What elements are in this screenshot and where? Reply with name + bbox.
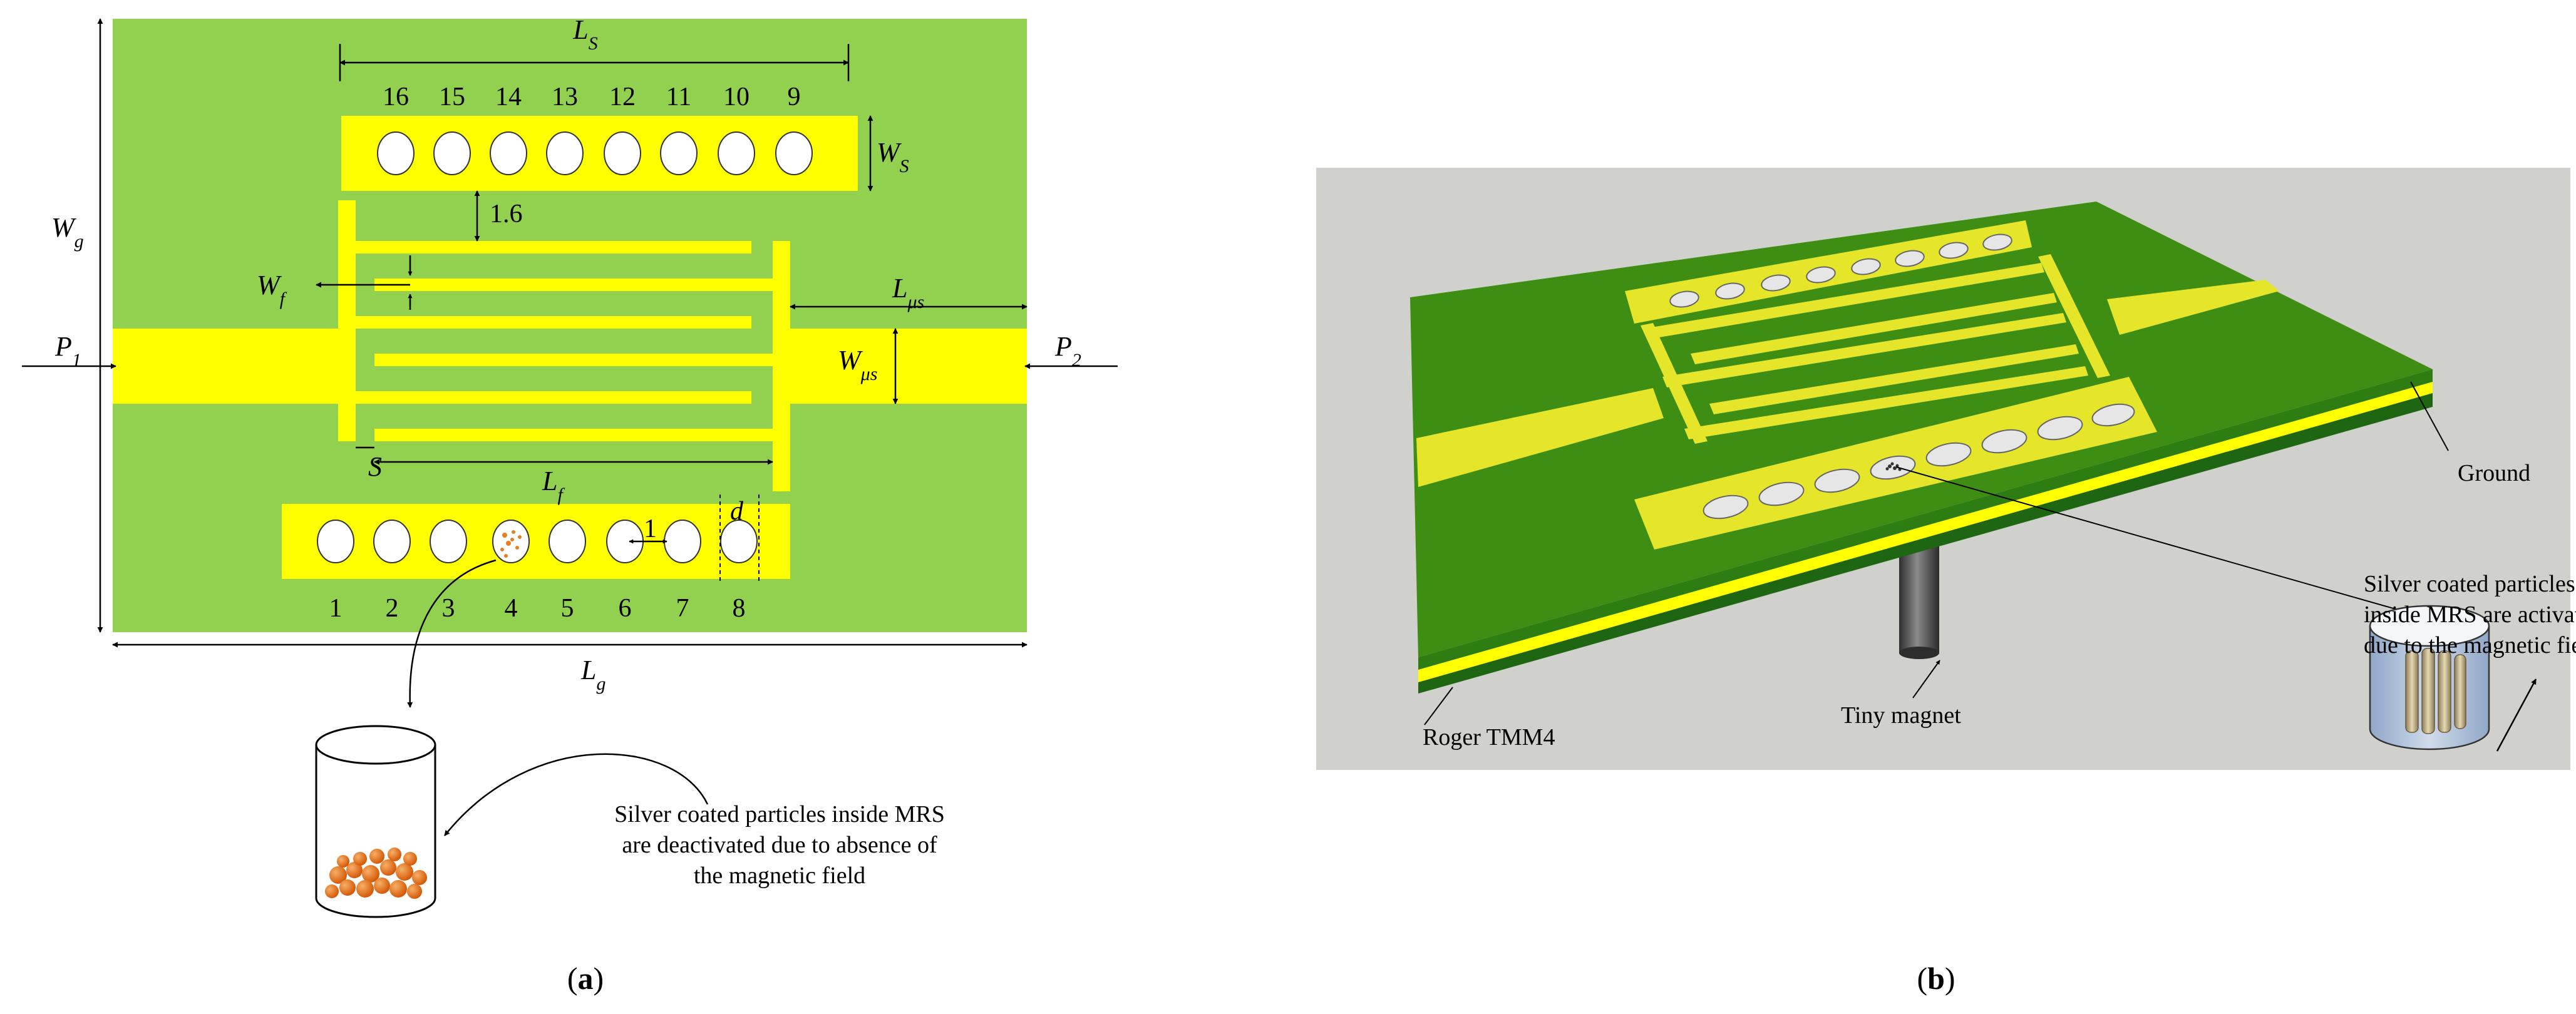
mrs-container-b	[2369, 605, 2490, 750]
label-wg: Wg	[51, 212, 84, 252]
top-stub	[341, 116, 858, 191]
particle-chains-b	[2405, 648, 2466, 734]
svg-text:10: 10	[723, 83, 750, 111]
feed-line-left	[113, 329, 338, 404]
svg-text:5: 5	[561, 594, 574, 623]
svg-text:4: 4	[505, 594, 518, 623]
caption-a: (a)	[567, 961, 604, 996]
svg-text:3: 3	[442, 594, 455, 623]
top-hole-numbers: 16 15 14 13 12 11 10 9	[383, 83, 801, 111]
label-lus: Lμs	[892, 273, 924, 312]
svg-text:8: 8	[733, 594, 746, 623]
hole-4-particles	[500, 530, 522, 558]
svg-text:are deactivated due to absence: are deactivated due to absence of	[622, 832, 937, 858]
callout-arrow-a-text	[444, 753, 709, 836]
label-ground: Ground	[2458, 460, 2530, 486]
bottom-holes	[317, 520, 758, 563]
svg-text:16: 16	[383, 83, 409, 111]
feed-strip-right-b	[2107, 280, 2279, 335]
bottom-holes-b	[1703, 403, 2135, 520]
dashed-d-lines	[719, 494, 760, 582]
top-holes	[377, 131, 813, 175]
svg-text:2: 2	[386, 594, 399, 623]
callout-text-a: Silver coated particles inside MRS are d…	[614, 801, 945, 889]
feed-line-right	[790, 329, 1027, 404]
label-p2: P2	[1054, 331, 1081, 371]
bottom-stub	[282, 504, 790, 579]
svg-text:6: 6	[619, 594, 632, 623]
svg-text:Silver coated particles: Silver coated particles	[2364, 571, 2575, 597]
board-yellow-edge	[1418, 381, 2433, 682]
panel-a: LS WS Wg Lg Wf Lf Lμs Wμs P1 P2 S 1.6 1 …	[22, 14, 1118, 996]
label-substrate: Roger TMM4	[1423, 724, 1555, 750]
board-front-green-edge	[1418, 369, 2433, 670]
tiny-magnet	[1899, 537, 1939, 659]
hole-particles-b	[1885, 462, 1902, 471]
svg-text:13: 13	[552, 83, 578, 111]
fingers-b	[1641, 254, 2110, 444]
svg-text:14: 14	[495, 83, 522, 111]
caption-b: (b)	[1917, 961, 1955, 996]
svg-text:12: 12	[609, 83, 636, 111]
label-one: 1	[644, 515, 657, 543]
svg-text:15: 15	[439, 83, 465, 111]
leaders-b	[1424, 381, 2449, 725]
svg-text:inside MRS are activated: inside MRS are activated	[2364, 602, 2576, 628]
field-arrow-b	[2496, 679, 2537, 752]
panel-b: Ground Roger TMM4 Tiny magnet Silver coa…	[1316, 168, 2576, 996]
svg-text:due to the magnetic field: due to the magnetic field	[2364, 632, 2576, 658]
svg-text:1: 1	[329, 594, 343, 623]
svg-text:11: 11	[666, 83, 691, 111]
interdigital-fingers	[338, 200, 790, 491]
label-ws: WS	[877, 137, 909, 177]
label-gap: 1.6	[490, 200, 523, 228]
label-wf: Wf	[257, 270, 287, 309]
orange-particles-a	[325, 848, 427, 899]
top-holes-b	[1669, 233, 2012, 308]
mrs-container-a	[315, 725, 436, 918]
feed-strip-left-b	[1416, 388, 1664, 487]
label-s: S	[368, 451, 382, 482]
label-magnet: Tiny magnet	[1841, 702, 1961, 729]
svg-text:Silver coated particles inside: Silver coated particles inside MRS	[614, 801, 945, 827]
svg-text:9: 9	[788, 83, 801, 111]
label-ls: LS	[572, 14, 597, 54]
callout-text-b: Silver coated particles inside MRS are a…	[2364, 571, 2576, 658]
label-lg: Lg	[580, 655, 605, 694]
bottom-hole-numbers: 1 2 3 4 5 6 7 8	[329, 594, 746, 623]
callout-arrow-a-down	[407, 559, 497, 708]
label-d: d	[730, 497, 744, 526]
label-wus: Wμs	[838, 345, 877, 384]
dimension-lines-a	[22, 18, 1118, 648]
svg-text:the magnetic field: the magnetic field	[694, 863, 865, 889]
label-p1: P1	[54, 331, 81, 371]
svg-text:7: 7	[676, 594, 689, 623]
board	[1410, 202, 2433, 694]
